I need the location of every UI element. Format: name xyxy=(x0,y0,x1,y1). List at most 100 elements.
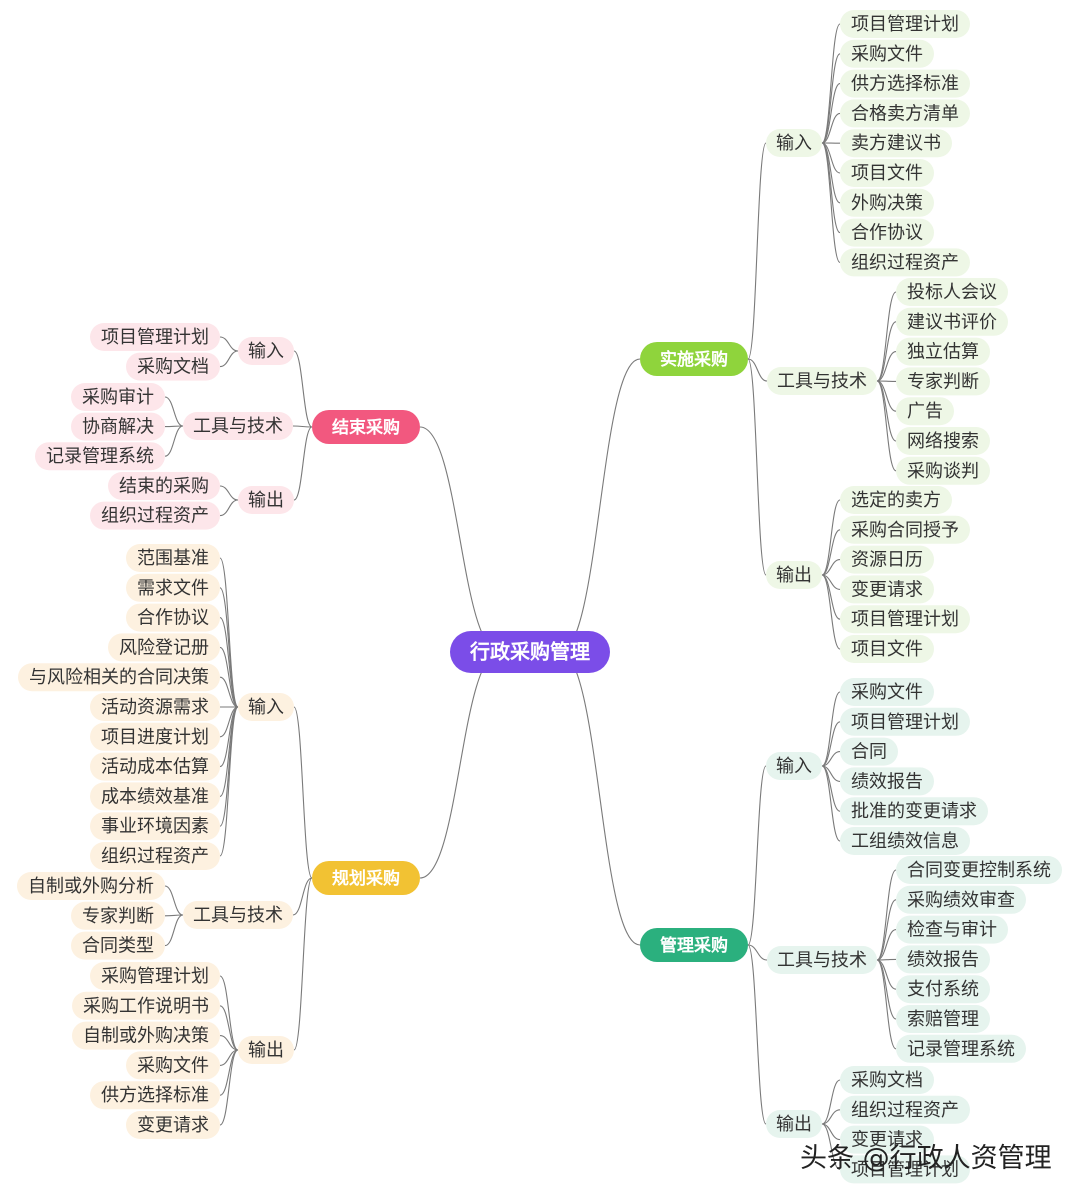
jieshu-group-0-label: 输入 xyxy=(248,341,284,362)
shishi-group-1-item-2-bg xyxy=(896,337,990,366)
shishi-group-0-item-4-bg xyxy=(840,129,952,158)
watermark: 头条 @行政人资管理 xyxy=(800,1143,1052,1174)
guanli-group-0-item-2-label: 合同 xyxy=(851,742,887,763)
shishi-group-2-item-2-label: 资源日历 xyxy=(851,550,923,571)
branch-guihua-label: 规划采购 xyxy=(332,868,400,889)
guihua-group-0-item-10: 组织过程资产 xyxy=(90,842,220,870)
guanli-group-0-item-0-bg xyxy=(840,678,934,706)
connector-root-jieshu xyxy=(419,426,501,653)
shishi-group-2-item-0: 选定的卖方 xyxy=(840,486,952,514)
shishi-group-1-item-0-label: 投标人会议 xyxy=(907,282,997,303)
guihua-group-0-item-8: 成本绩效基准 xyxy=(90,782,220,811)
guanli-group-1-item-5-label: 索赔管理 xyxy=(907,1009,979,1030)
guihua-group-1-item-1-label: 专家判断 xyxy=(82,906,154,927)
guihua-group-2-item-5-label: 变更请求 xyxy=(137,1115,209,1136)
guihua-group-1-item-2: 合同类型 xyxy=(71,931,165,960)
guihua-group-2-item-3-label: 采购文件 xyxy=(137,1055,209,1076)
connector-jieshu-0-1 xyxy=(219,350,239,368)
guanli-group-0-item-3-bg xyxy=(840,767,934,796)
guanli-group-0-bg xyxy=(766,752,822,780)
connector-guihua-0-4 xyxy=(219,676,239,708)
connector-guanli-1-5 xyxy=(876,959,897,1020)
guihua-group-1-item-1: 专家判断 xyxy=(71,901,165,930)
shishi-group-1-item-3: 专家判断 xyxy=(896,367,990,396)
shishi-group-1: 工具与技术 xyxy=(767,367,877,395)
connector-guanli-group-2 xyxy=(747,944,767,1125)
guanli-group-2-item-3-bg xyxy=(840,1155,970,1184)
shishi-group-0-item-8-bg xyxy=(840,248,970,277)
guihua-group-0-item-7: 活动成本估算 xyxy=(90,752,220,781)
guihua-group-0-item-6-bg xyxy=(90,722,220,751)
connector-shishi-2-1 xyxy=(821,529,841,576)
connector-guanli-1-1 xyxy=(876,899,897,961)
jieshu-group-1-item-2-label: 记录管理系统 xyxy=(46,446,154,467)
guanli-group-2-item-1-label: 组织过程资产 xyxy=(851,1100,959,1121)
shishi-group-0-item-0-bg xyxy=(840,10,970,38)
guihua-group-0-item-5-bg xyxy=(90,693,220,721)
guanli-group-0-item-5: 工组绩效信息 xyxy=(840,827,970,855)
guanli-group-0: 输入 xyxy=(766,752,822,780)
guanli-group-1-item-1-label: 采购绩效审查 xyxy=(907,890,1015,911)
guihua-group-0-item-1: 需求文件 xyxy=(126,573,220,602)
jieshu-group-2-bg xyxy=(238,486,294,514)
connector-jieshu-group-1 xyxy=(292,425,313,428)
guanli-group-0-item-2-bg xyxy=(840,737,898,766)
guihua-group-0-label: 输入 xyxy=(248,697,284,718)
connector-shishi-0-8 xyxy=(821,142,841,263)
guihua-group-0-item-9-label: 事业环境因素 xyxy=(101,816,209,837)
guanli-group-1: 工具与技术 xyxy=(767,946,877,974)
connector-shishi-1-1 xyxy=(876,321,897,382)
guanli-group-1-item-2: 检查与审计 xyxy=(896,915,1008,944)
connector-root-guanli xyxy=(559,651,641,946)
guanli-group-2-item-0-label: 采购文档 xyxy=(851,1070,923,1091)
jieshu-group-0-item-1-label: 采购文档 xyxy=(137,357,209,378)
connector-guanli-1-6 xyxy=(876,959,897,1050)
shishi-group-1-item-4-bg xyxy=(896,397,954,426)
shishi-group-1-item-6-bg xyxy=(896,456,990,485)
jieshu-group-0-item-1: 采购文档 xyxy=(126,352,220,381)
guihua-group-1-item-0-bg xyxy=(17,872,165,900)
guihua-group-2-item-0-label: 采购管理计划 xyxy=(101,966,209,987)
connector-shishi-0-0 xyxy=(821,23,841,144)
shishi-group-1-item-4-label: 广告 xyxy=(907,401,943,422)
branch-guihua-bg xyxy=(312,861,420,895)
guanli-group-1-item-4: 支付系统 xyxy=(896,975,990,1004)
shishi-group-2-item-1: 采购合同授予 xyxy=(840,515,970,544)
guihua-group-0-item-5-label: 活动资源需求 xyxy=(101,697,209,718)
jieshu-group-1: 工具与技术 xyxy=(183,412,293,440)
shishi-group-0-item-2: 供方选择标准 xyxy=(840,69,970,98)
mind-map-nodes: 行政采购管理实施采购输入项目管理计划采购文件供方选择标准合格卖方清单卖方建议书项… xyxy=(17,10,1062,1184)
guanli-group-1-item-5: 索赔管理 xyxy=(896,1005,990,1033)
shishi-group-0-item-5-label: 项目文件 xyxy=(851,163,923,184)
guanli-group-2-label: 输出 xyxy=(776,1114,812,1135)
jieshu-group-1-item-0: 采购审计 xyxy=(71,383,165,411)
shishi-group-1-item-0-bg xyxy=(896,278,1008,306)
connector-guanli-2-1 xyxy=(821,1109,841,1125)
branch-jieshu: 结束采购 xyxy=(312,410,420,444)
guihua-group-2-item-0: 采购管理计划 xyxy=(90,962,220,990)
shishi-group-2-item-3-label: 变更请求 xyxy=(851,579,923,600)
guihua-group-2-item-3: 采购文件 xyxy=(126,1051,220,1080)
guihua-group-0-item-0: 范围基准 xyxy=(126,544,220,572)
jieshu-group-0-item-0-label: 项目管理计划 xyxy=(101,327,209,348)
connector-shishi-1-0 xyxy=(876,291,897,382)
guihua-group-1-item-2-bg xyxy=(71,931,165,960)
guanli-group-1-item-1-bg xyxy=(896,885,1026,914)
guanli-group-0-item-4-bg xyxy=(840,797,988,826)
guanli-group-1-item-4-bg xyxy=(896,975,990,1004)
guanli-group-2-bg xyxy=(766,1110,822,1138)
shishi-group-0-item-2-label: 供方选择标准 xyxy=(851,74,959,95)
root-node: 行政采购管理 xyxy=(450,631,610,673)
jieshu-group-1-item-1-bg xyxy=(71,412,165,441)
shishi-group-1-item-1: 建议书评价 xyxy=(896,307,1008,336)
shishi-group-1-item-5-bg xyxy=(896,427,990,455)
jieshu-group-1-item-0-label: 采购审计 xyxy=(82,387,154,408)
shishi-group-0-item-1: 采购文件 xyxy=(840,39,934,68)
connector-shishi-1-2 xyxy=(876,351,897,382)
shishi-group-1-item-5: 网络搜索 xyxy=(896,427,990,455)
guihua-group-2-label: 输出 xyxy=(248,1040,284,1061)
guihua-group-1-label: 工具与技术 xyxy=(193,905,283,926)
connector-lines xyxy=(164,23,897,1170)
shishi-group-1-item-3-label: 专家判断 xyxy=(907,371,979,392)
shishi-group-0-label: 输入 xyxy=(776,133,812,154)
